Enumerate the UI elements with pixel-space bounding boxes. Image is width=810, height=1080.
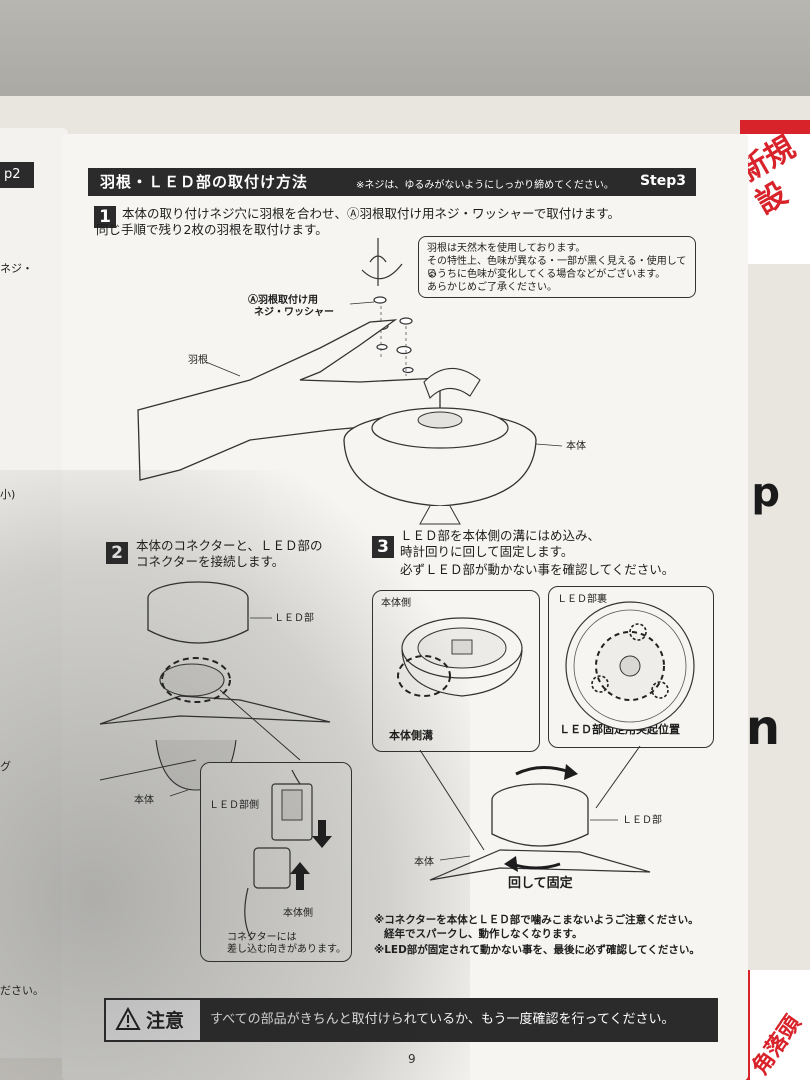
step1-number: 1	[94, 206, 116, 228]
step3-text-line3: 必ずＬＥＤ部が動かない事を確認してください。	[400, 562, 675, 577]
section-header: 羽根・ＬＥＤ部の取付け方法 ※ネジは、ゆるみがないようにしっかり締めてください。…	[88, 168, 696, 196]
led-back-panel-title: ＬＥＤ部裏	[557, 594, 607, 605]
previous-page-fragment: ださい。	[0, 984, 44, 997]
step1-text-line1: 本体の取り付けネジ穴に羽根を合わせ、Ⓐ羽根取付け用ネジ・ワッシャーで取付けます。	[122, 206, 621, 221]
step2-number: 2	[106, 542, 128, 564]
rotate-to-fix-label: 回して固定	[508, 876, 573, 891]
connector-note-line1: コネクターには	[227, 932, 297, 943]
box-red-label-bottom	[746, 970, 810, 1080]
previous-page-fragment: グ	[0, 760, 11, 773]
blade-label: 羽根	[188, 355, 208, 366]
box-letter-n: n	[745, 700, 780, 756]
body-side-label: 本体側	[283, 908, 313, 919]
body-label-step1: 本体	[566, 441, 586, 452]
led-side-label: ＬＥＤ部側	[209, 800, 259, 811]
body-label-step3: 本体	[414, 857, 434, 868]
led-fixed-check-note: ※LED部が固定されて動かない事を、最後に必ず確認してください。	[374, 944, 700, 956]
step2-text-line2: コネクターを接続します。	[136, 554, 285, 569]
spark-note: 経年でスパークし、動作しなくなります。	[384, 928, 583, 940]
wood-note-line: あらかじめご了承ください。	[427, 282, 557, 293]
step2-text-line1: 本体のコネクターと、ＬＥＤ部の	[136, 538, 323, 553]
connector-note-line2: 差し込む向きがあります。	[227, 944, 346, 955]
body-side-groove-caption: 本体側溝	[389, 729, 433, 742]
warning-triangle-icon	[115, 1006, 141, 1030]
wall-background	[0, 0, 810, 112]
page-number: 9	[408, 1052, 416, 1066]
wood-note-box: 羽根は天然木を使用しております。 その特性上、色味が異なる・一部が黒く見える・使…	[418, 236, 696, 298]
wood-note-line: その特性上、色味が異なる・一部が黒く見える・使用してい	[427, 256, 687, 280]
led-label-step3: ＬＥＤ部	[622, 815, 662, 826]
previous-page-fragment: ネジ・	[0, 262, 33, 275]
caution-text: すべての部品がきちんと取付けられているか、もう一度確認を行ってください。	[200, 1000, 716, 1040]
screw-label-line2: ネジ・ワッシャー	[254, 307, 334, 318]
caution-bar: 注意 すべての部品がきちんと取付けられているか、もう一度確認を行ってください。	[104, 998, 718, 1042]
screw-label-line1: Ⓐ羽根取付け用	[248, 295, 318, 306]
led-label-step2: ＬＥＤ部	[274, 613, 314, 624]
previous-page: p2 ネジ・ 小) グ ださい。	[0, 128, 68, 1058]
step3-text-line2: 時計回りに回して固定します。	[400, 544, 574, 559]
step3-text-line1: ＬＥＤ部を本体側の溝にはめ込み、	[400, 528, 601, 543]
section-title: 羽根・ＬＥＤ部の取付け方法	[100, 173, 309, 191]
step3-number: 3	[372, 536, 394, 558]
wood-note-line: るうちに色味が変化してくる場合などがございます。	[427, 269, 666, 280]
connector-pinch-note: ※コネクターを本体とＬＥＤ部で噛みこまないようご注意ください。	[374, 914, 699, 926]
wood-note-line: 羽根は天然木を使用しております。	[427, 243, 586, 254]
caution-title: 注意	[146, 1010, 185, 1032]
box-letter-p: p	[751, 470, 780, 516]
caution-label-area: 注意	[106, 1000, 200, 1040]
previous-page-fragment: 小)	[0, 488, 16, 501]
body-side-panel-title: 本体側	[381, 598, 411, 609]
body-label-step2: 本体	[134, 795, 154, 806]
step1-text-line2: 同じ手順で残り2枚の羽根を取付けます。	[96, 222, 328, 237]
screw-note: ※ネジは、ゆるみがないようにしっかり締めてください。	[356, 180, 614, 191]
box-red-label	[740, 120, 810, 264]
previous-page-tab: p2	[0, 162, 34, 188]
step-label: Step3	[639, 173, 686, 189]
